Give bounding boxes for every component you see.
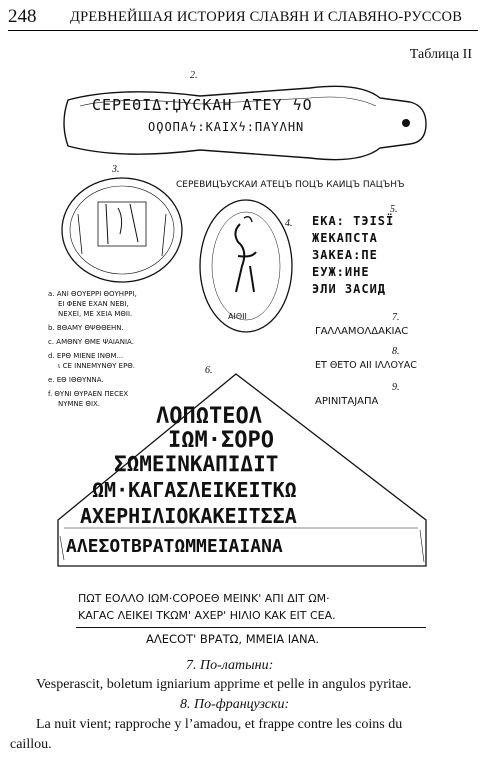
figure-6-line: ΑΛΕΣΟΤΒΡΑΤΩΜΜΕΙΑΙΑΝΑ [66,536,283,557]
figure-6-slab-drawing [57,373,427,567]
figure-5-line: ЖЕКАПСТА [312,231,378,245]
figure-3-legend-line: ΝΕΧΕΙ, ΜΕ ΧΕΙΑ ΜΘΙΙ. [58,310,133,318]
latin-text: Vesperascit, boletum igniarium apprime e… [36,677,412,692]
figure-number-9: 9. [392,382,400,393]
figure-6-line: ΛΟΠΩΤΕΟΛ [156,404,262,429]
latin-heading: 7. По-латыни: [186,658,274,673]
figure-3-legend-line: b. ΒΘΑΜΥ ΘΨΘΘΕΗΝ. [48,324,124,332]
figure-6-transcription: ΚΑΓΑϹ ΛΕΙΚΕΙ ΤΚΩΜ' ΑΧΕΡ' ΗΙΛΙΟ ΚΑΚ ΕΙΤ Ϲ… [78,609,336,622]
transcription-rule [76,627,426,628]
figure-3-legend-line: a. ΑΝΙ ΘΟΥΕΡΡΙ ΘΟΥΗΡΡΙ, [48,290,137,298]
figure-4-gem-drawing [199,199,293,333]
figure-6-line: ΙΩΜ·ΣΟΡΟ [168,428,274,453]
figure-number-4: 4. [285,218,293,229]
figure-number-8: 8. [392,346,400,357]
figure-number-3: 3. [112,164,120,175]
figure-8-text: ΕΤ ΘΕΤΟ ΑΙΙ ΙΛΛΟΥΑϹ [315,360,417,371]
figure-6-line: ΩΜ·ΚΑΓΑΣΛΕΙΚΕΙΤΚΩ [92,478,297,502]
figure-5-line: ЕКА: ТЭІЅЇ [312,214,395,228]
figure-3-legend-line: c. ΑΜΘΝΥ ΘΜΕ ΨΑΙΑΝΙΑ. [48,338,135,346]
figure-5-line: ЕУЖ:ИНЕ [312,265,370,279]
figure-number-5: 5. [390,204,398,215]
figure-2-line-1: ϹΕΡΕΘΙΔ:ЏΥϹΚΑΗ ΑΤΕΥ ϟΟ [92,96,313,114]
figure-3-legend-line: e. ΕΘ ΙΘΘΥΝΝΑ. [48,376,104,384]
figure-6-transcription: ΠΩΤ ΕΟΛΛΟ ΙΩΜ·ϹΟΡΟΕΘ ΜΕΙΝΚ' ΑΠΙ ΔΙΤ ΩΜ· [78,592,330,605]
figure-2-line-2: ΟϘΟΠΑϟ:ΚΑΙΧϟ:ΠΑΥΛΗΝ [148,120,305,134]
figure-3-legend-line: d. ΕΡΘ ΜΙΕΝΕ ΙΝΘΜ... [48,352,124,360]
french-text-line-1: La nuit vient; rapproche y l’amadou, et … [36,717,403,732]
figure-number-7: 7. [392,312,400,323]
figure-3-seal-drawing [61,177,183,283]
french-text-line-2: caillou. [10,737,52,752]
figure-3-legend-line: f. ΘΥΝΙ ΘΥΡΑΕΝ ΠΕϹΕΧ [48,390,129,398]
figure-7-text: ΓΑΛΛΑΜΟΛΔΑΚΙΑϹ [315,326,409,337]
figure-3-legend-line: ΕΙ ΦΕΝΕ ΕΧΑΝ ΝΕΒΙ, [58,300,129,308]
page-number: 248 [8,6,37,27]
figure-3-legend-line: ΝΥΜΝΕ ΘΙΧ. [58,400,101,408]
figure-6-line: ΑΧΕΡΗΙΛΙΟΚΑΚΕΙΤΣΣΑ [80,504,297,528]
plate-title: Таблица II [409,47,472,62]
running-title: ДРЕВНЕЙШАЯ ИСТОРИЯ СЛАВЯН И СЛАВЯНО-РУСС… [70,9,463,25]
page-header: 248 ДРЕВНЕЙШАЯ ИСТОРИЯ СЛАВЯН И СЛАВЯНО-… [8,6,478,28]
figure-2-tablet-drawing [63,85,427,161]
figure-4-label: ΑΙΘΙΙ [228,312,247,321]
french-heading: 8. По-французски: [180,697,290,712]
figure-9-text: ΑΡΙΝΙΤΑJΑΠΑ [315,396,379,407]
figure-number-2: 2. [190,70,198,81]
figure-5-line: ЭЛИ ЗАСИД [312,282,387,296]
figure-6-line: ΣΩΜΕΙΝΚΑΠΙΔΙΤ [114,452,279,476]
figure-number-6: 6. [205,365,213,376]
figure-6-transcription: ΑΛΕϹΟΤ' ΒΡΑΤΩ, ΜΜΕΙΑ ΙΑΝΑ. [146,632,320,646]
figure-2-caption: СЕРЕВИЦЪУСКАИ АТЕЦЪ ПОЦЪ КАИЦЪ ПАЦЪНЪ [176,180,405,190]
figure-5-line: ЗАКЕА:ПЕ [312,248,378,262]
header-rule [8,30,478,31]
figure-3-legend-line: ι ϹΕ ΙΝΝΕΜΥΝΘΥ ΕΡΘ. [58,362,136,370]
